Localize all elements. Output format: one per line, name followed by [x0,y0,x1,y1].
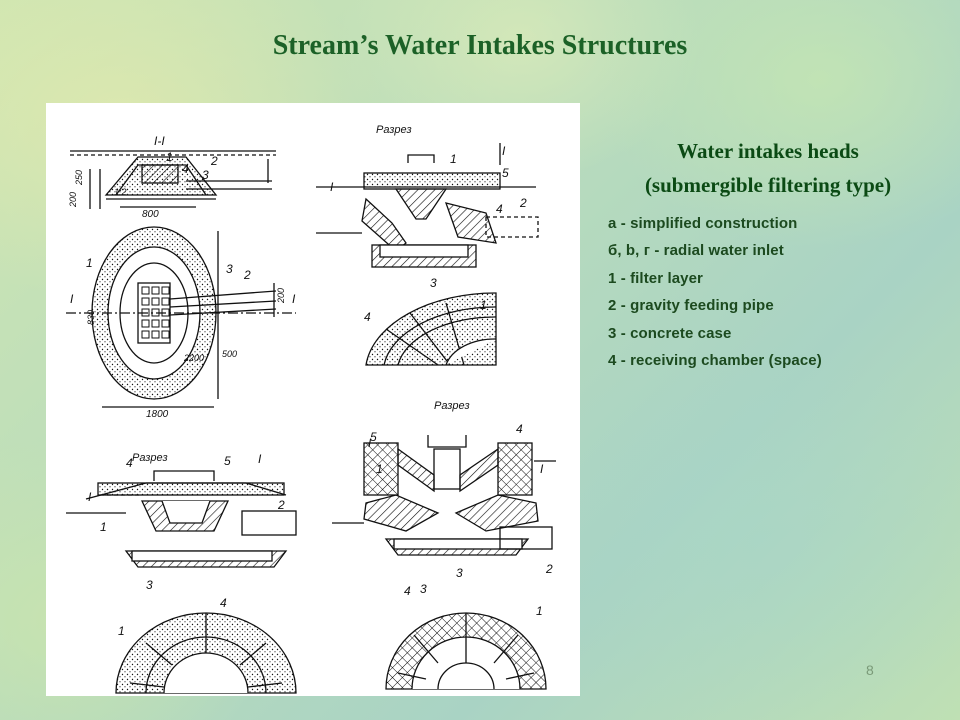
svg-text:200: 200 [68,192,78,208]
heading-line-1: Water intakes heads [677,139,859,163]
svg-text:4: 4 [404,584,411,598]
svg-text:3: 3 [146,578,153,592]
svg-text:2: 2 [277,498,285,512]
svg-text:1: 1 [100,520,107,534]
svg-text:5: 5 [502,166,509,180]
svg-text:3: 3 [202,168,209,182]
slide-title: Stream’s Water Intakes Structures [272,30,688,61]
svg-text:2: 2 [519,196,527,210]
svg-text:5: 5 [224,454,231,468]
svg-text:3: 3 [456,566,463,580]
svg-text:4: 4 [182,162,189,176]
svg-text:500: 500 [222,349,237,359]
svg-text:1: 1 [376,462,383,476]
description-block: Water intakes heads (submergible filteri… [608,134,938,374]
svg-text:250: 250 [74,170,84,186]
svg-text:I: I [258,452,262,466]
svg-text:1800: 1800 [146,409,169,420]
svg-text:4: 4 [126,456,133,470]
svg-text:2: 2 [210,154,218,168]
svg-text:2200: 2200 [183,353,204,363]
plan-view-drawing: I I 1 3 2 1800 2200 500 830 200 [66,226,296,420]
svg-text:I: I [502,144,506,158]
engineering-drawing: I-I 1 4 2 3 800 250 200 1:2 [46,103,580,696]
svg-text:I: I [88,490,92,504]
svg-text:800: 800 [142,209,159,220]
svg-text:3: 3 [226,262,233,276]
section-a-drawing: I-I 1 4 2 3 800 250 200 1:2 [68,134,276,220]
legend-list: a - simplified construction б, b, г - ra… [608,210,938,374]
page-number: 8 [866,662,874,678]
svg-text:Разрез: Разрез [434,400,470,412]
list-item: 1 - filter layer [608,269,703,287]
svg-text:3: 3 [430,276,437,290]
svg-text:I: I [330,180,334,194]
svg-text:4: 4 [364,310,371,324]
svg-text:3: 3 [420,582,427,596]
svg-text:2: 2 [243,268,251,282]
svg-text:Разрез: Разрез [376,124,412,136]
list-item: 4 - receiving chamber (space) [608,352,822,370]
list-item: 3 - concrete case [608,324,732,342]
svg-text:1: 1 [536,604,543,618]
svg-text:I: I [540,462,544,476]
section-b-drawing: Разрез 1 5 4 2 3 I I 4 1 [316,124,539,366]
svg-text:200: 200 [276,288,286,304]
section-mark: I-I [154,134,165,148]
svg-text:2: 2 [545,562,553,576]
svg-text:1:2: 1:2 [114,187,127,197]
svg-text:4: 4 [516,422,523,436]
svg-text:5: 5 [370,430,377,444]
section-c-drawing: Разрез 4 5 2 1 3 I I 1 4 [66,452,297,694]
svg-text:1: 1 [450,152,457,166]
list-item: a - simplified construction [608,215,798,232]
svg-text:I: I [368,436,372,450]
svg-text:1: 1 [118,624,125,638]
svg-text:4: 4 [220,596,227,610]
svg-text:Разрез: Разрез [132,452,168,464]
svg-text:4: 4 [496,202,503,216]
svg-text:1: 1 [166,150,173,164]
svg-text:I: I [292,292,296,306]
svg-text:1: 1 [480,298,487,312]
list-item: б, b, г - radial water inlet [608,242,784,260]
list-item: 2 - gravity feeding pipe [608,297,774,315]
heading-line-2: (submergible filtering type) [644,173,892,197]
section-d-drawing: Разрез 5 4 1 2 3 I I 4 [332,400,556,690]
svg-text:1: 1 [86,256,93,270]
svg-text:I: I [70,292,74,306]
svg-text:830: 830 [86,310,96,325]
